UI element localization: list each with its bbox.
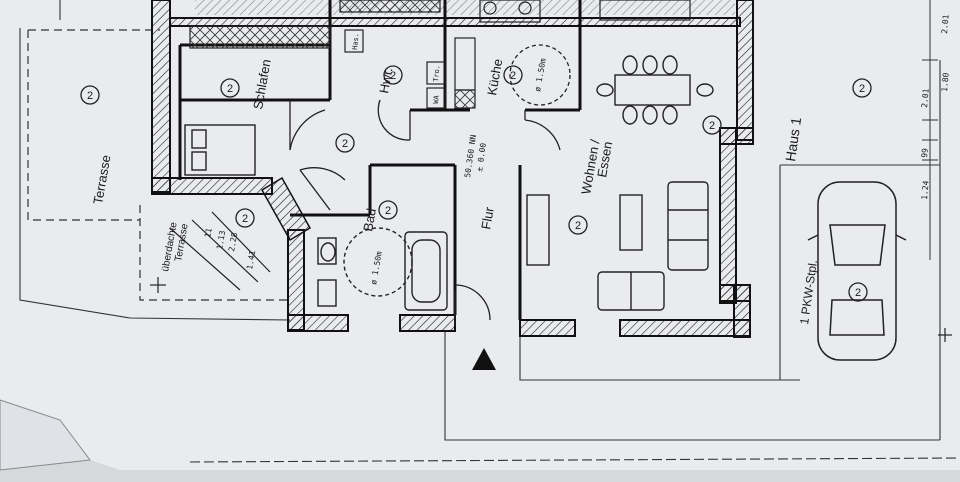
doors [289, 99, 561, 325]
svg-text:2.01: 2.01 [940, 14, 951, 34]
svg-text:2: 2 [575, 220, 581, 232]
svg-text:1.41: 1.41 [245, 250, 257, 271]
exterior-walls [151, 0, 754, 338]
svg-text:1.80: 1.80 [940, 72, 951, 92]
svg-text:WA: WA [432, 94, 441, 104]
car [807, 181, 907, 361]
label-kueche: Küche [484, 58, 505, 97]
svg-text:2: 2 [510, 70, 516, 82]
svg-text:2: 2 [859, 83, 865, 95]
dining-set [596, 55, 714, 125]
svg-text:Tro.: Tro. [432, 65, 441, 82]
kitchen-turning-circle [509, 44, 571, 106]
svg-text:2.28: 2.28 [227, 232, 239, 253]
cross-marker [150, 277, 952, 342]
svg-text:2: 2 [242, 213, 248, 225]
label-flur: Flur [478, 205, 497, 230]
svg-text:2: 2 [709, 120, 715, 132]
entrance-marker [472, 348, 496, 370]
svg-text:2: 2 [385, 205, 391, 217]
svg-text:11: 11 [203, 227, 214, 238]
label-essen: Essen [594, 140, 615, 178]
right-dimension-labels: 2.01 1.80 2.01 99 1.24 [920, 14, 951, 200]
label-haus: Haus 1 [782, 116, 804, 162]
hwr-fixtures [344, 29, 446, 109]
label-hwr: Hwr. [376, 66, 395, 94]
svg-text:2: 2 [342, 138, 348, 150]
upper-hatch [195, 0, 735, 15]
property-lines [19, 0, 960, 463]
living-furniture [526, 181, 709, 311]
terrace-stairs [169, 211, 271, 291]
svg-text:1.13: 1.13 [215, 230, 227, 251]
label-bad: Bad [360, 207, 379, 232]
terrace-dashed [27, 29, 290, 301]
svg-text:2.01: 2.01 [920, 88, 931, 108]
svg-text:2: 2 [390, 70, 396, 82]
paper-corner [0, 399, 91, 471]
marker-numbers: 2 2 2 2 2 2 2 2 2 2 2 [87, 70, 865, 299]
corner-wall [260, 176, 312, 242]
kitchen-units [454, 0, 691, 91]
svg-text:2: 2 [855, 287, 861, 299]
fixture-labels: Has. WA Tro. [351, 33, 441, 104]
svg-text:99: 99 [920, 148, 930, 159]
svg-text:Has.: Has. [351, 33, 360, 50]
stair-dims: 11 1.13 2.28 1.41 [203, 227, 257, 270]
dimension-ticks [922, 0, 938, 260]
bed [184, 124, 256, 176]
svg-text:1.24: 1.24 [920, 180, 931, 200]
svg-text:2: 2 [87, 90, 93, 102]
svg-text:2: 2 [227, 83, 233, 95]
paper-fold-shadow [0, 430, 960, 482]
bath-fixtures [317, 227, 448, 311]
svg-text:± 0.00: ± 0.00 [475, 142, 488, 172]
